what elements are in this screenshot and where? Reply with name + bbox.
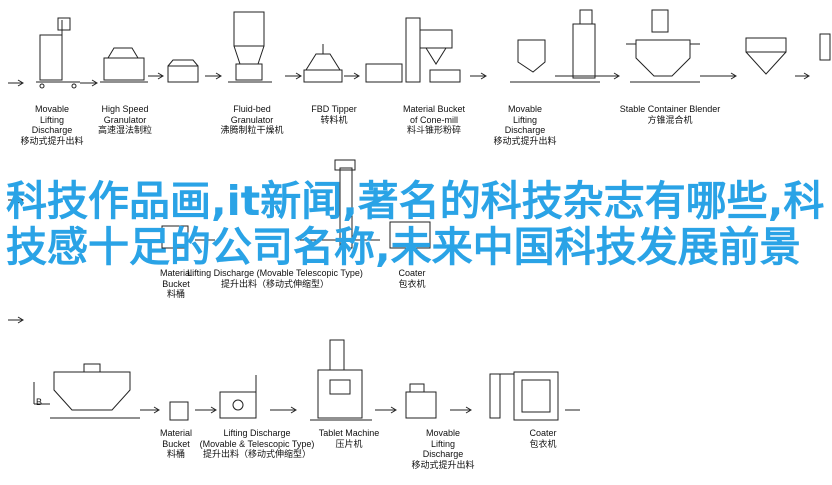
movable-lifting-discharge-icon-2 (510, 9, 600, 83)
overlay-title: 科技作品画,it新闻,著名的科技杂志有哪些,科技感十足的公司名称,未来中国科技发… (6, 177, 825, 271)
row-letter-b: B (36, 397, 43, 407)
container-blender-icon (626, 9, 831, 83)
material-bucket-icon-r1 (167, 59, 199, 83)
label-lifting-discharge-r3: Lifting Discharge(Movable & Telescopic T… (199, 428, 315, 459)
cone-mill-icon (365, 17, 461, 83)
movable-lifting-discharge-icon-r3 (405, 383, 437, 419)
blender-icon-r3 (50, 363, 140, 419)
fbd-tipper-icon (303, 44, 343, 83)
material-bucket-icon-r2 (161, 225, 189, 249)
high-speed-granulator-icon (100, 47, 148, 83)
lifting-discharge-telescopic-icon (219, 375, 257, 419)
movable-lifting-discharge-icon (36, 17, 80, 89)
row1-flow-line (8, 72, 810, 87)
label-lifting-discharge-r2: Lifting Discharge (Movable Telescopic Ty… (187, 268, 363, 289)
row3-flow-line (33, 382, 580, 414)
coater-icon-r2 (389, 221, 431, 249)
tablet-machine-icon (310, 339, 372, 421)
coater-icon-r3 (489, 371, 559, 421)
fluid-bed-granulator-icon (228, 11, 272, 83)
lifting-tower-icon-r2 (334, 159, 356, 249)
material-bucket-icon-r3 (169, 401, 189, 421)
